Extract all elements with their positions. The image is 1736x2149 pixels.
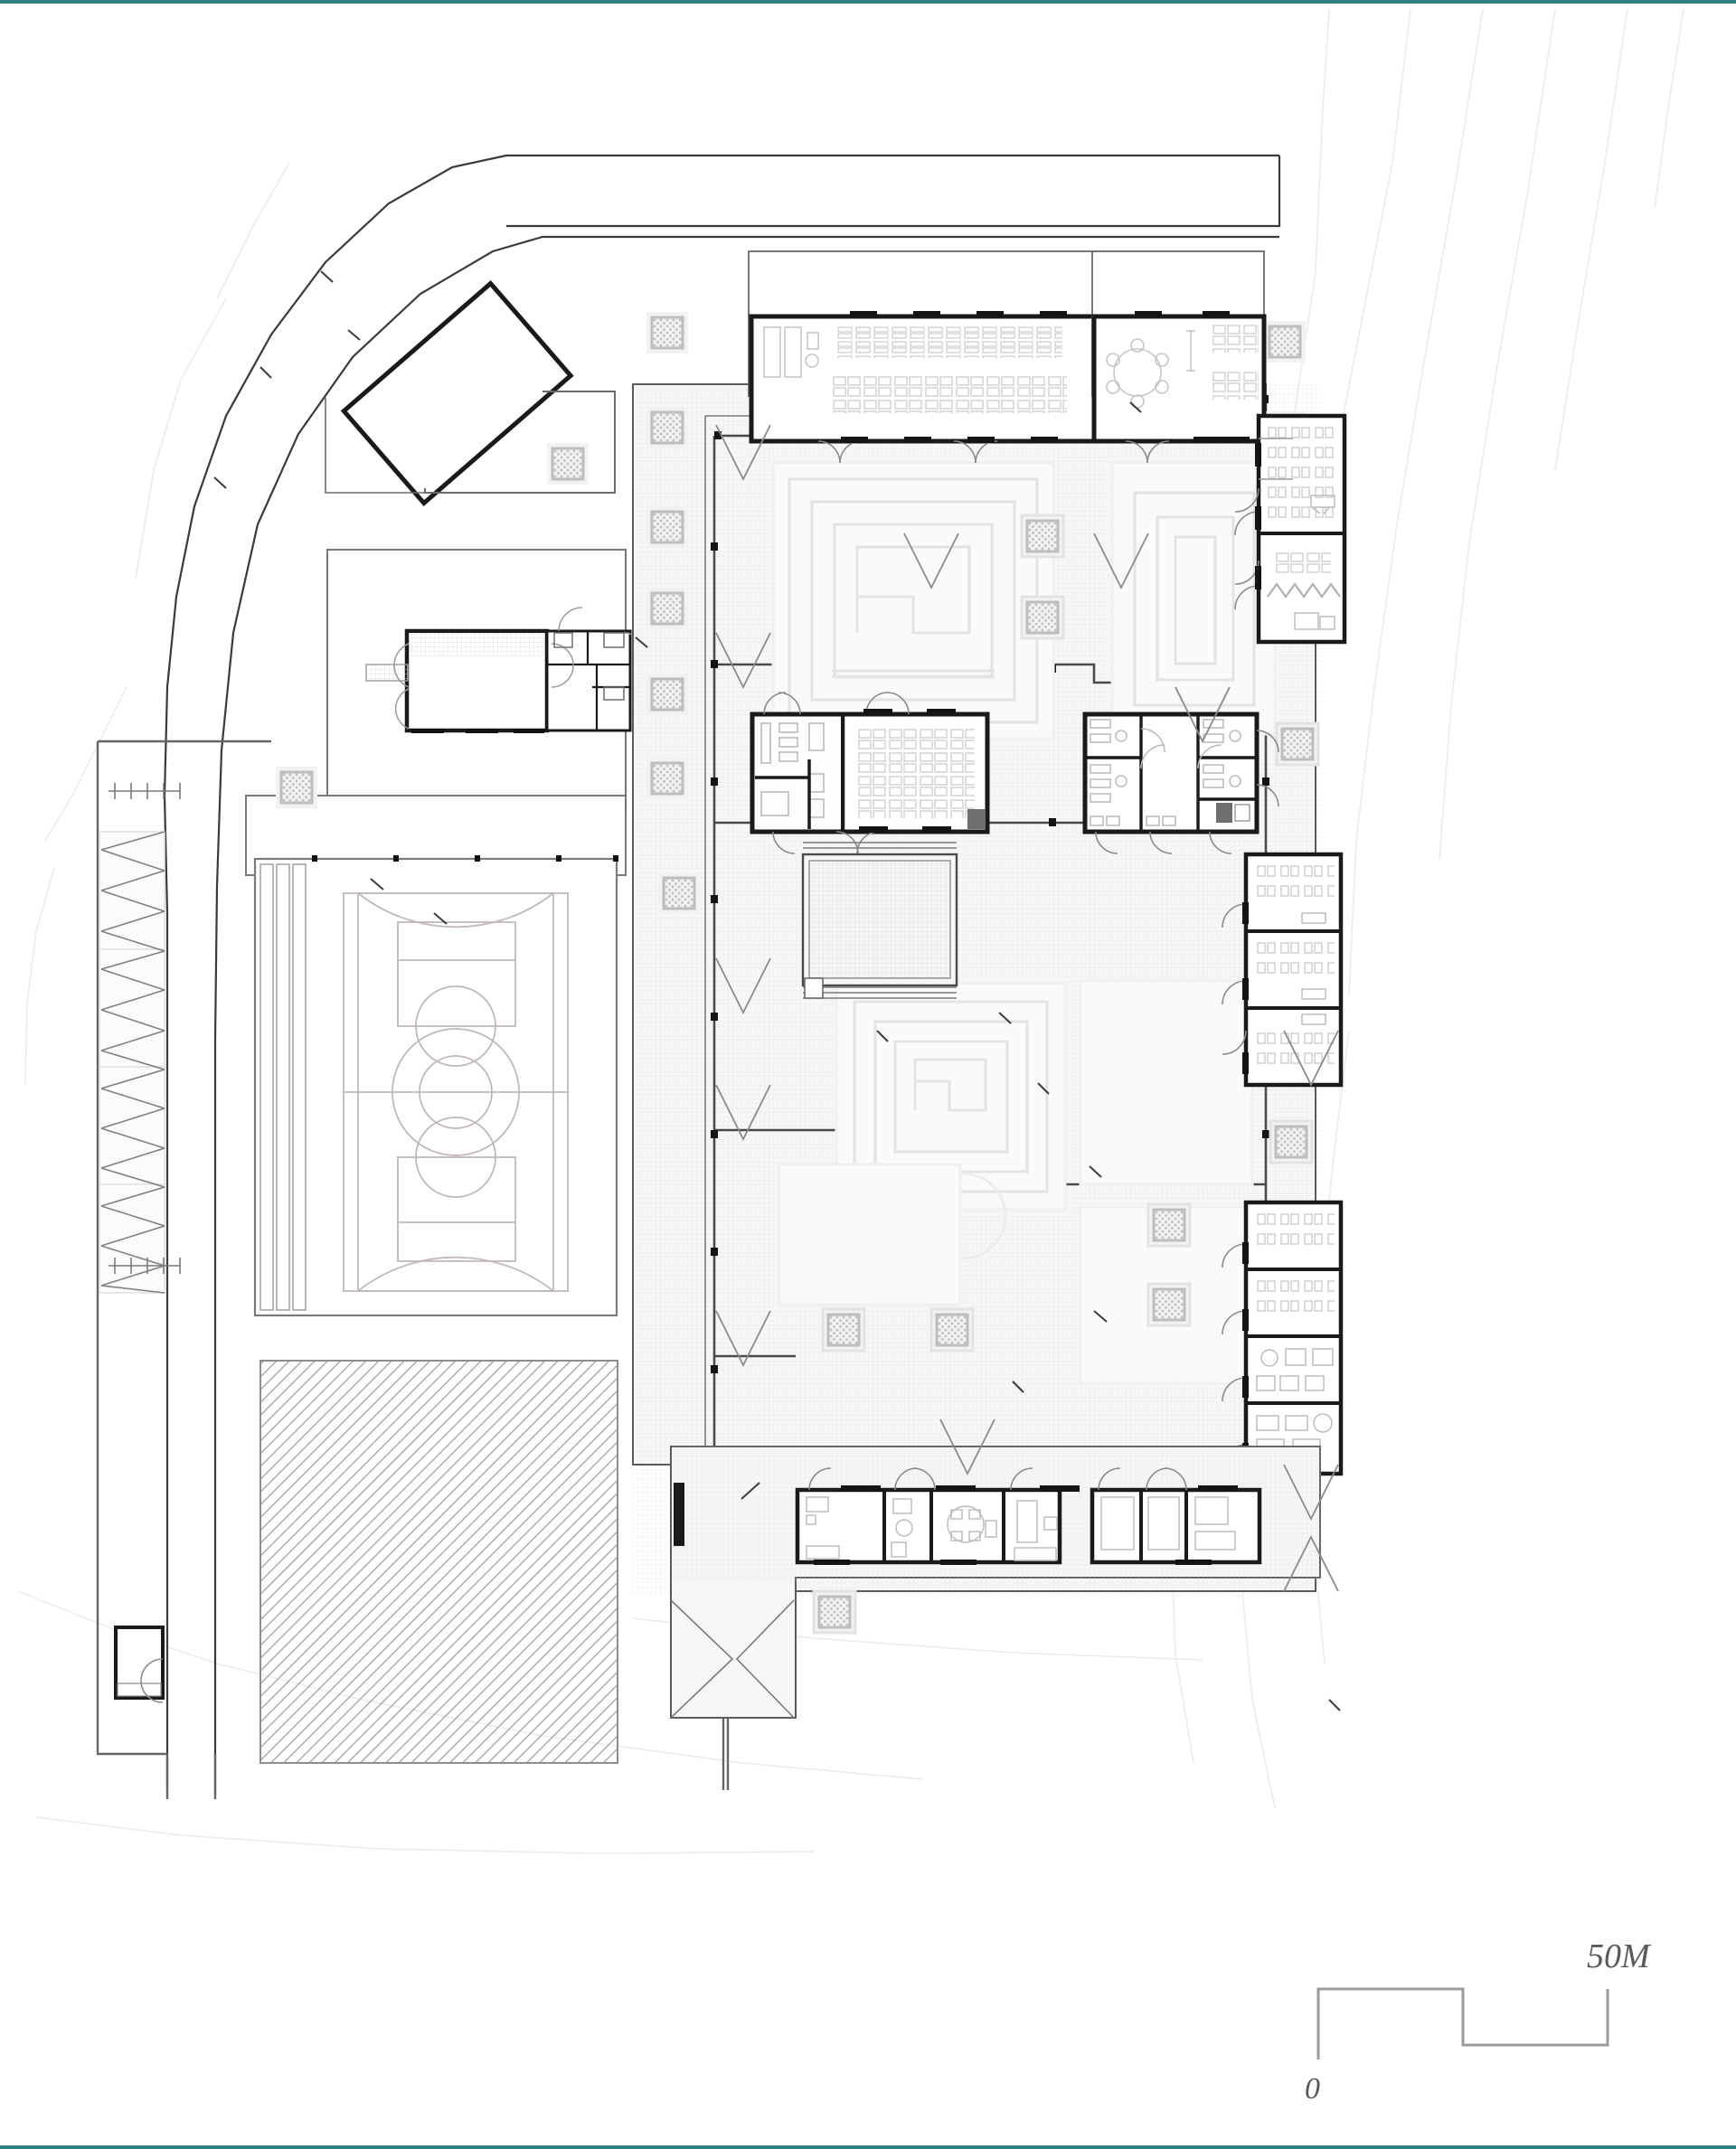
north-east-meeting-room <box>1091 250 1267 464</box>
classroom-wing-east-upper <box>1234 413 1347 645</box>
door-swing-symbols <box>1095 730 1279 854</box>
classroom-wing-east-middle <box>1222 852 1344 1088</box>
access-road <box>163 154 1281 1795</box>
door-swing-symbols <box>1125 440 1170 464</box>
door-swing-symbols <box>817 440 998 464</box>
classroom-wing-east-lower <box>1222 1200 1344 1476</box>
scale-bar-zero-label: 0 <box>1305 2072 1320 2106</box>
staff-housing-row <box>670 1446 1322 1719</box>
graphic-scale-bar <box>1316 1987 1609 2059</box>
canteen-kitchen-block <box>750 692 990 854</box>
page-border-top <box>0 0 1736 4</box>
basketball-court <box>253 855 618 1317</box>
switchback-ramp-west <box>99 831 165 1294</box>
entry-plaza <box>325 391 616 494</box>
site-boundary-wall <box>96 740 730 1799</box>
scale-bar-max-label: 50M <box>1587 1937 1650 1975</box>
existing-hall-building <box>245 549 645 876</box>
sports-field-hatched <box>259 1360 618 1764</box>
gatehouse <box>114 1626 165 1703</box>
page-border-bottom <box>0 2145 1736 2149</box>
stair-tread-marks <box>108 783 181 1274</box>
door-swing-symbols <box>1222 903 1247 1055</box>
door-swing-symbols <box>808 1467 1187 1491</box>
toilet-block-north <box>1082 712 1279 854</box>
entry-pavilion-rotated <box>340 280 574 507</box>
central-courtyard-south <box>778 979 1314 1635</box>
north-classroom-block <box>748 250 1098 464</box>
annotation-marks <box>213 270 1341 1711</box>
interior-pavilion <box>801 842 958 999</box>
stair-symbols-interior <box>715 424 1339 1592</box>
door-swing-symbols <box>1234 487 1260 610</box>
